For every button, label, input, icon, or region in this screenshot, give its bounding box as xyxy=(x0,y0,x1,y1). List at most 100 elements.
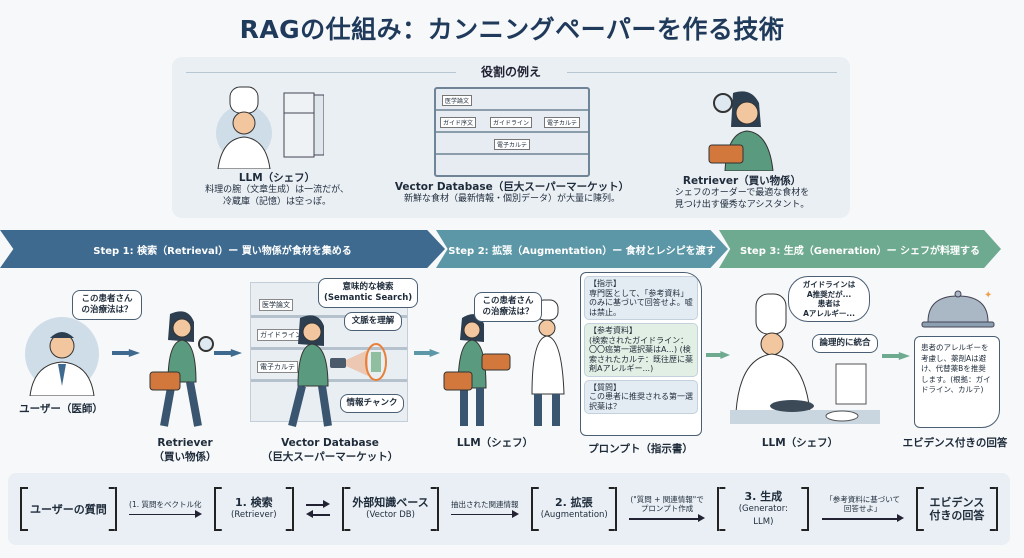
flow-node-augmentation: 2. 拡張(Augmentation) xyxy=(530,487,617,531)
doctor-illustration xyxy=(25,317,99,396)
arrow-icon xyxy=(129,509,202,519)
label-line: （巨大スーパーマーケット） xyxy=(261,451,399,463)
step-1-banner: Step 1: 検索（Retrieval）ー 買い物係が食材を集める xyxy=(0,230,445,268)
node-title: ユーザーの質問 xyxy=(30,502,107,516)
shelf-label: 電子カルテ xyxy=(257,361,298,373)
serving-cloche-icon: ✦ xyxy=(921,290,995,328)
node-sub: (Retriever) xyxy=(231,510,277,520)
prompt-section-instruction: 【指示】 専門医として、「参考資料」のみに基づいて回答せよ。嘘は禁止。 xyxy=(584,276,698,320)
arrow-icon xyxy=(451,509,519,519)
step-2-banner: Step 2: 拡張（Augmentation）ー 食材とレシピを渡す xyxy=(436,230,728,268)
flow-arrow-icon xyxy=(414,349,440,357)
flow-arrow-icon xyxy=(112,349,140,357)
user-speech-bubble: この患者さんの治療法は？ xyxy=(72,290,142,320)
edge-label: 「参考資料に基づいて回答せよ」 xyxy=(825,495,900,513)
edge-label: (1. 質問をベクトル化 xyxy=(129,499,202,509)
info-chunk-bubble: 情報チャンク xyxy=(340,394,404,413)
flow-node-user-question: ユーザーの質問 xyxy=(20,487,117,531)
label-line: Retriever xyxy=(157,437,213,449)
section-body: 専門医として、「参考資料」のみに基づいて回答せよ。嘘は禁止。 xyxy=(589,288,693,317)
llm-label-step2: LLM（シェフ） xyxy=(456,437,534,449)
shelf-label: 医学論文 xyxy=(442,95,473,106)
section-head: 【参考資料】 xyxy=(589,326,637,335)
node-sub: (Vector DB) xyxy=(366,510,415,520)
page-title: RAGの仕組み：カンニングペーパーを作る技術 xyxy=(239,15,785,44)
roles-heading: 役割の例え xyxy=(480,65,541,79)
answer-document: 患者のアレルギーを考慮し、薬剤Aは避け、代替薬Bを推奨します。(根拠：ガイドライ… xyxy=(914,336,1000,428)
bubble-line: この患者さん xyxy=(482,296,534,306)
shelf-label: 電子カルテ xyxy=(544,117,581,128)
flow-node-generation: 3. 生成(Generator: LLM) xyxy=(717,487,810,531)
flow-edge-extracted: 抽出された関連情報 xyxy=(451,500,519,519)
section-head: 【指示】 xyxy=(589,279,621,288)
section-head: 【質問】 xyxy=(589,382,621,392)
retriever-handing-chef-illustration xyxy=(443,299,565,426)
retriever-label: Retriever （買い物係） xyxy=(130,436,240,464)
desc-line: 料理の腕（文章生成）は一流だが、 xyxy=(205,185,349,195)
logical-integration-bubble: 論理的に統合 xyxy=(812,334,878,353)
flow-edge-vectorize: (1. 質問をベクトル化 xyxy=(129,499,202,519)
prompt-section-references: 【参考資料】 (検索されたガイドライン：〇〇癌第一選択薬はA...) (検索され… xyxy=(584,323,698,377)
flow-arrow-icon xyxy=(706,351,730,359)
thought-line: Aアレルギー... xyxy=(803,308,855,318)
prompt-section-question: 【質問】 この患者に推奨される第一選択薬は？ xyxy=(584,379,698,414)
node-title: 2. 拡張 xyxy=(554,496,593,509)
flow-edge-prompt: ("質問 + 関連情報"でプロンプト作成 xyxy=(629,495,706,523)
roles-panel: 役割の例え LLM（シェフ） 料理の腕（文章生成）は一流だが、 冷蔵庫（記憶）は… xyxy=(172,57,850,218)
node-title: 1. 検索 xyxy=(234,496,273,509)
step-3-banner: Step 3: 生成（Generation）ー シェフが料理する xyxy=(719,230,1001,268)
llm-speech-bubble: この患者さん の治療法は？ xyxy=(474,292,542,322)
flow-node-vector-db: 外部知識ベース(Vector DB) xyxy=(342,487,439,531)
role-desc-retriever: シェフのオーダーで最適な食材を 見つけ出す優秀なアシスタント。 xyxy=(642,187,842,211)
bubble-line: (Semantic Search) xyxy=(324,293,413,303)
user-label: ユーザー（医師） xyxy=(19,403,103,415)
node-title: エビデンス付きの回答 xyxy=(929,496,985,522)
edge-label: ("質問 + 関連情報"でプロンプト作成 xyxy=(630,495,704,513)
chef-with-fridge-illustration xyxy=(216,86,324,169)
divider xyxy=(567,72,837,73)
bubble-line: 意味的な検索 xyxy=(342,282,394,292)
node-title: 外部知識ベース xyxy=(352,496,429,509)
node-sub: (Augmentation) xyxy=(540,510,608,520)
context-bubble: 文脈を理解 xyxy=(344,312,402,331)
node-title: 3. 生成 xyxy=(744,489,783,503)
desc-line: 見つけ出す優秀なアシスタント。 xyxy=(674,200,810,210)
label-line: Vector Database xyxy=(281,437,379,449)
role-desc-vectordb: 新鮮な食材（最新情報・個別データ）が大量に陳列。 xyxy=(403,194,620,204)
retriever-scanning-illustration xyxy=(288,315,387,427)
section-body: (検索されたガイドライン：〇〇癌第一選択薬はA...) (検索されたカルテ：既往… xyxy=(589,335,693,374)
edge-label: 抽出された関連情報 xyxy=(451,499,519,509)
arrow-icon xyxy=(629,513,706,523)
role-name-retriever: Retriever（買い物係） xyxy=(682,175,802,187)
vectordb-label: Vector Database （巨大スーパーマーケット） xyxy=(250,436,410,464)
shelf-label: ガイドライン xyxy=(490,117,533,128)
thought-line: ガイドラインは xyxy=(802,280,856,289)
arrow-right-icon xyxy=(306,499,331,509)
thought-line: A推奨だが... xyxy=(806,289,852,299)
arrow-icon xyxy=(821,513,904,523)
prompt-label: プロンプト（指示書） xyxy=(588,443,693,455)
shelf-label: 医学論文 xyxy=(259,299,293,311)
prompt-document: 【指示】 専門医として、「参考資料」のみに基づいて回答せよ。嘘は禁止。 【参考資… xyxy=(580,272,702,436)
llm-label-step3: LLM（シェフ） xyxy=(761,437,839,449)
svg-text:✦: ✦ xyxy=(984,290,992,301)
desc-line: 冷蔵庫（記憶）は空っぽ。 xyxy=(222,197,331,207)
role-name-vectordb: Vector Database（巨大スーパーマーケット） xyxy=(394,181,630,193)
answer-label: エビデンス付きの回答 xyxy=(902,437,1008,449)
role-desc-llm: 料理の腕（文章生成）は一流だが、 冷蔵庫（記憶）は空っぽ。 xyxy=(182,184,372,208)
flow-edge-bidirectional xyxy=(306,499,331,519)
bubble-line: の治療法は？ xyxy=(482,307,534,317)
flow-arrow-icon xyxy=(214,349,242,357)
semantic-search-bubble: 意味的な検索 (Semantic Search) xyxy=(318,278,418,308)
role-name-llm: LLM（シェフ） xyxy=(238,172,316,184)
chef-thought-bubble: ガイドラインは A推奨だが... 患者は Aアレルギー... xyxy=(788,276,870,322)
desc-line: シェフのオーダーで最適な食材を xyxy=(674,188,810,198)
arrow-left-icon xyxy=(306,509,331,519)
flow-arrow-icon xyxy=(882,352,910,360)
shelf-label: ガイド序文 xyxy=(440,117,477,128)
node-sub: (Generator: LLM) xyxy=(738,503,788,527)
chef-cooking-illustration xyxy=(730,293,880,424)
shopper-with-magnifier-illustration xyxy=(708,91,774,171)
flow-node-answer: エビデンス付きの回答 xyxy=(915,487,998,531)
label-line: （買い物係） xyxy=(153,451,217,463)
